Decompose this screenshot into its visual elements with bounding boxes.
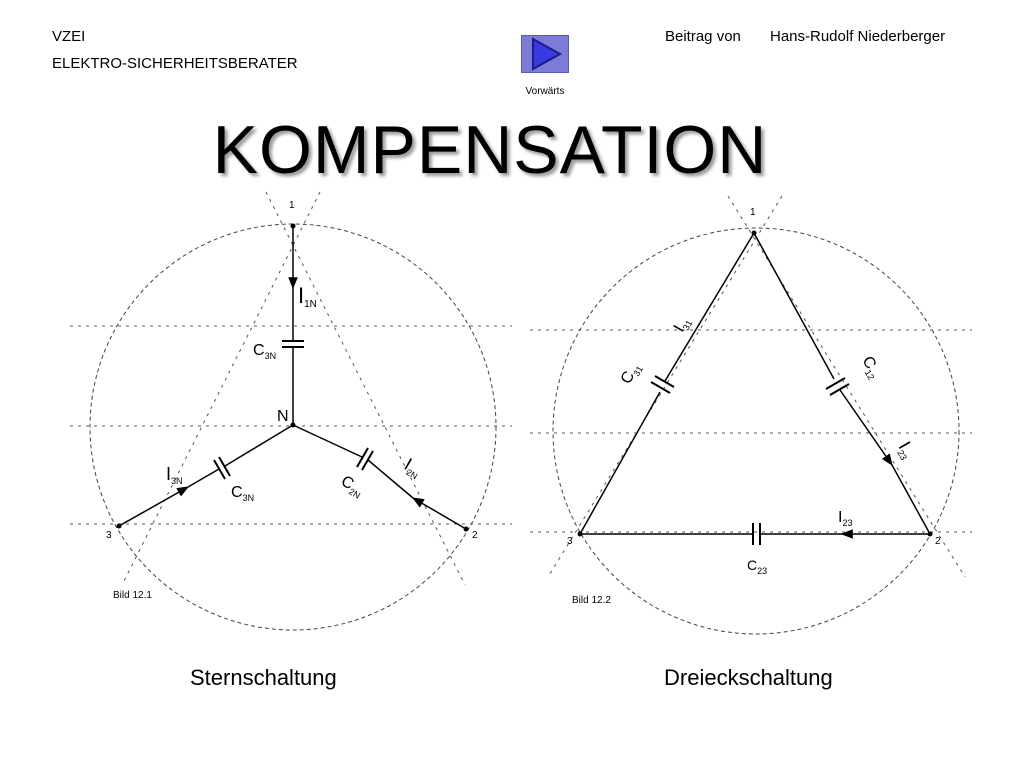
star-cap-3-label: C3N xyxy=(231,484,254,503)
star-node-1-dot xyxy=(290,223,296,229)
delta-cap-12-label: C12 xyxy=(857,354,884,382)
star-wire-3-arrow xyxy=(118,486,190,527)
delta-wire-12-arrow xyxy=(839,389,893,466)
star-current-3n-label: I3N xyxy=(166,464,183,486)
delta-diagram: 1 3 2 I31 C31 C12 I23 I23 C23 Bild 12.2 xyxy=(530,195,972,635)
star-wire-2-arrow xyxy=(411,497,467,530)
star-node-1-label: 1 xyxy=(289,200,295,211)
delta-cap-31-plate-b xyxy=(654,375,675,388)
delta-cap-12-plate-b xyxy=(829,383,850,396)
delta-caption: Dreieckschaltung xyxy=(664,665,833,690)
delta-circle xyxy=(552,227,960,635)
delta-node-2-dot xyxy=(927,531,933,537)
star-wire-3-outer xyxy=(187,468,220,488)
star-wire-2-outer xyxy=(367,459,414,499)
page-title: KOMPENSATION xyxy=(212,112,768,188)
star-node-n-label: N xyxy=(277,408,289,425)
delta-current-23-side-label: I23 xyxy=(893,438,920,462)
delta-guide-diag-b xyxy=(547,195,783,578)
star-guide-diag-a xyxy=(265,191,466,586)
star-node-3-label: 3 xyxy=(106,530,112,541)
delta-wire-12-lower xyxy=(891,464,931,535)
star-node-3-dot xyxy=(116,523,122,529)
org-role: ELEKTRO-SICHERHEITSBERATER xyxy=(52,55,298,72)
delta-node-1-dot xyxy=(751,230,757,236)
star-diagram: 1 3 2 N I1N C3N I3N C3N C2N I2N Bild 12.… xyxy=(70,191,512,631)
star-cap-2-label: C2N xyxy=(337,473,366,501)
delta-wire-12-upper xyxy=(753,232,835,380)
star-node-n-dot xyxy=(290,422,296,428)
star-cap-2-plate-a xyxy=(361,450,374,471)
star-figure-number: Bild 12.1 xyxy=(113,590,152,601)
play-triangle-icon xyxy=(532,37,563,71)
star-caption: Sternschaltung xyxy=(190,665,337,690)
delta-node-3-dot xyxy=(577,531,583,537)
org-name: VZEI xyxy=(52,28,86,45)
delta-wire-31-lower xyxy=(579,391,661,535)
forward-button[interactable] xyxy=(521,35,569,73)
delta-cap-31-label: C31 xyxy=(618,360,645,388)
star-cap-3-plate-b xyxy=(218,456,231,477)
star-cap-2-plate-b xyxy=(356,447,369,468)
star-node-2-dot xyxy=(463,526,469,532)
star-circle xyxy=(89,223,497,631)
delta-cap-12-plate-a xyxy=(825,377,846,390)
credit-label: Beitrag von xyxy=(665,28,741,45)
delta-node-3-label: 3 xyxy=(567,536,573,547)
author-name: Hans-Rudolf Niederberger xyxy=(770,28,946,45)
star-wire-3-inner xyxy=(224,424,294,467)
delta-wire-31-upper xyxy=(664,232,755,382)
delta-figure-number: Bild 12.2 xyxy=(572,595,611,606)
star-cap-3-plate-a xyxy=(213,459,226,480)
delta-cap-31-plate-a xyxy=(650,381,671,394)
star-current-2n-label: I2N xyxy=(400,454,425,481)
delta-node-2-label: 2 xyxy=(935,536,941,547)
star-node-2-label: 2 xyxy=(472,530,478,541)
delta-current-31-label: I31 xyxy=(671,314,695,336)
delta-current-23-bottom-label: I23 xyxy=(838,509,852,528)
star-guide-diag-b xyxy=(121,191,321,586)
star-cap-1-label: C3N xyxy=(253,342,276,361)
star-wire-2-inner xyxy=(292,424,363,458)
delta-node-1-label: 1 xyxy=(750,207,756,218)
forward-label[interactable]: Vorwärts xyxy=(525,86,565,97)
delta-cap-23-label: C23 xyxy=(747,557,767,576)
star-current-1n-label: I1N xyxy=(298,283,317,310)
